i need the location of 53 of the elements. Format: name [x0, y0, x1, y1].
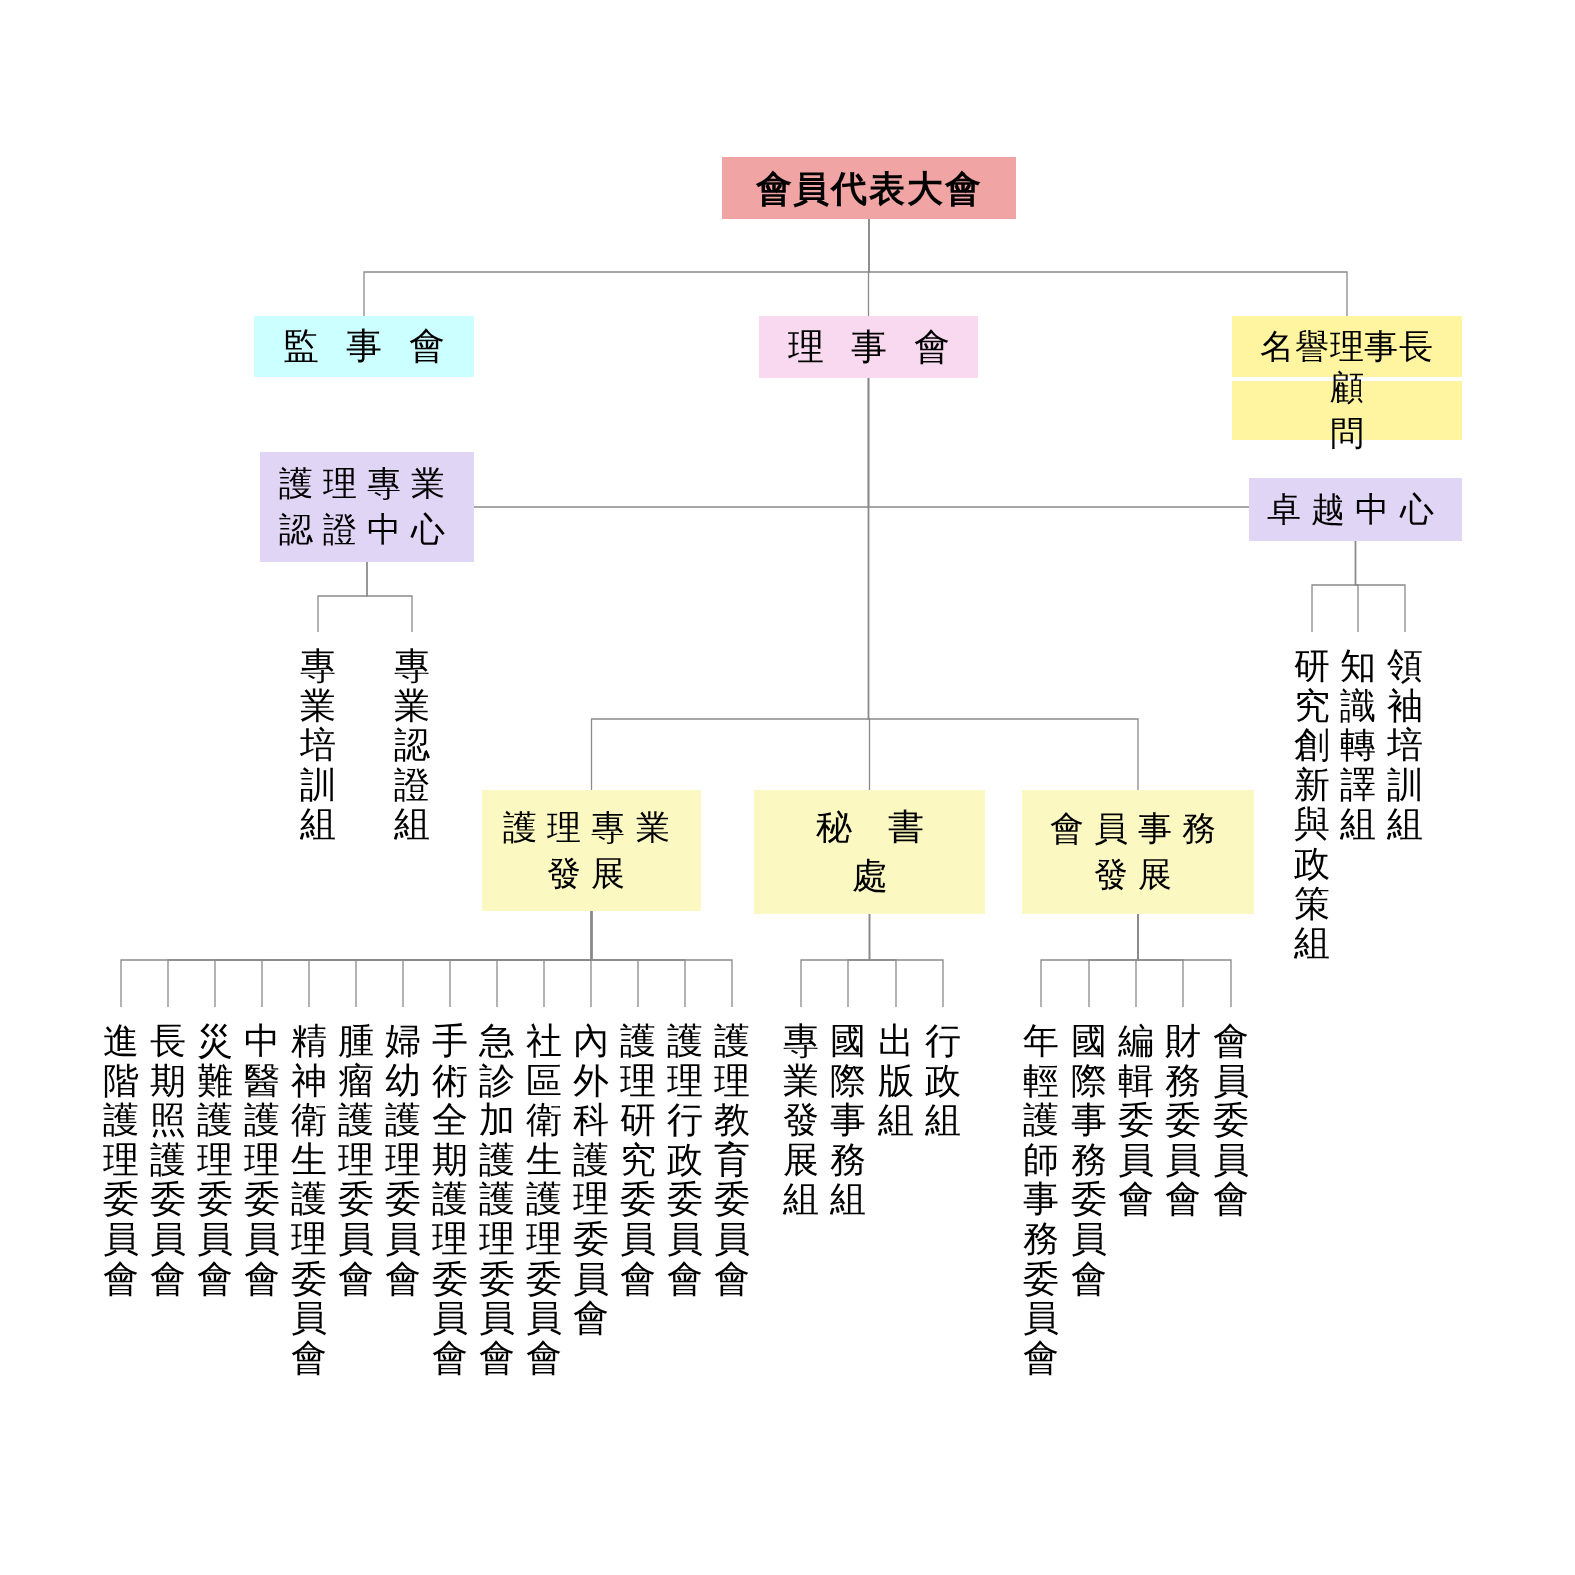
org-box — [722, 157, 1016, 219]
vertical-unit-label: 出版組 — [878, 1021, 914, 1140]
org-box — [254, 316, 474, 377]
org-box — [1022, 790, 1254, 914]
box-label: 顧問 — [1329, 365, 1487, 455]
vertical-unit-label: 護理研究委員會 — [620, 1021, 656, 1299]
box-label: 監事會 — [282, 324, 472, 369]
box-label: 會員代表大會 — [755, 165, 983, 211]
vertical-unit-label: 國際事務委員會 — [1071, 1021, 1107, 1299]
vertical-unit-label: 中醫護理委員會 — [244, 1021, 280, 1299]
vertical-unit-label: 手術全期護理委員會 — [432, 1021, 468, 1378]
box-label: 護理專業認證中心 — [277, 462, 457, 551]
vertical-unit-label: 內外科護理委員會 — [573, 1021, 609, 1338]
connector-line — [590, 910, 733, 1008]
vertical-unit-label: 財務委員會 — [1165, 1021, 1201, 1219]
connector-line — [1354, 540, 1406, 633]
connector-line — [366, 561, 413, 633]
org-box — [759, 316, 978, 378]
vertical-unit-label: 精神衛生護理委員會 — [291, 1021, 327, 1378]
box-label: 名譽理事長 — [1260, 324, 1434, 368]
vertical-unit-label: 行政組 — [925, 1021, 961, 1140]
vertical-unit-label: 國際事務組 — [830, 1021, 866, 1219]
vertical-unit-label: 護理教育委員會 — [714, 1021, 750, 1299]
vertical-unit-label: 長期照護委員會 — [150, 1021, 186, 1299]
box-label: 理事會 — [786, 324, 977, 369]
vertical-unit-label: 護理行政委員會 — [667, 1021, 703, 1299]
box-label: 護理專業發展 — [502, 805, 681, 895]
vertical-unit-label: 腫瘤護理委員會 — [338, 1021, 374, 1299]
vertical-unit-label: 專業認證組 — [394, 646, 430, 844]
vertical-unit-label: 急診加護護理委員會 — [479, 1021, 515, 1378]
connector-line — [867, 377, 1139, 791]
vertical-unit-label: 領袖培訓組 — [1387, 646, 1423, 844]
connector-line — [1137, 913, 1232, 1008]
box-label: 秘書處 — [814, 805, 961, 898]
vertical-unit-label: 專業培訓組 — [300, 646, 336, 844]
vertical-unit-label: 社區衛生護理委員會 — [526, 1021, 562, 1378]
vertical-unit-label: 編輯委員會 — [1118, 1021, 1154, 1219]
box-label: 會員事務發展 — [1048, 807, 1228, 896]
vertical-unit-label: 年輕護師事務委員會 — [1023, 1021, 1059, 1378]
box-label: 卓越中心 — [1267, 487, 1444, 531]
connector-line — [868, 913, 944, 1008]
org-box — [482, 790, 701, 911]
vertical-unit-label: 專業發展組 — [783, 1021, 819, 1219]
org-box — [260, 452, 474, 562]
org-box — [754, 790, 985, 914]
vertical-unit-label: 會員委員會 — [1213, 1021, 1249, 1219]
vertical-unit-label: 研究創新與政策組 — [1294, 646, 1330, 963]
vertical-unit-label: 進階護理委員會 — [103, 1021, 139, 1299]
vertical-unit-label: 婦幼護理委員會 — [385, 1021, 421, 1299]
org-box — [1249, 478, 1462, 541]
vertical-unit-label: 災難護理委員會 — [197, 1021, 233, 1299]
vertical-unit-label: 知識轉譯組 — [1340, 646, 1376, 844]
connector-line — [868, 218, 1348, 317]
